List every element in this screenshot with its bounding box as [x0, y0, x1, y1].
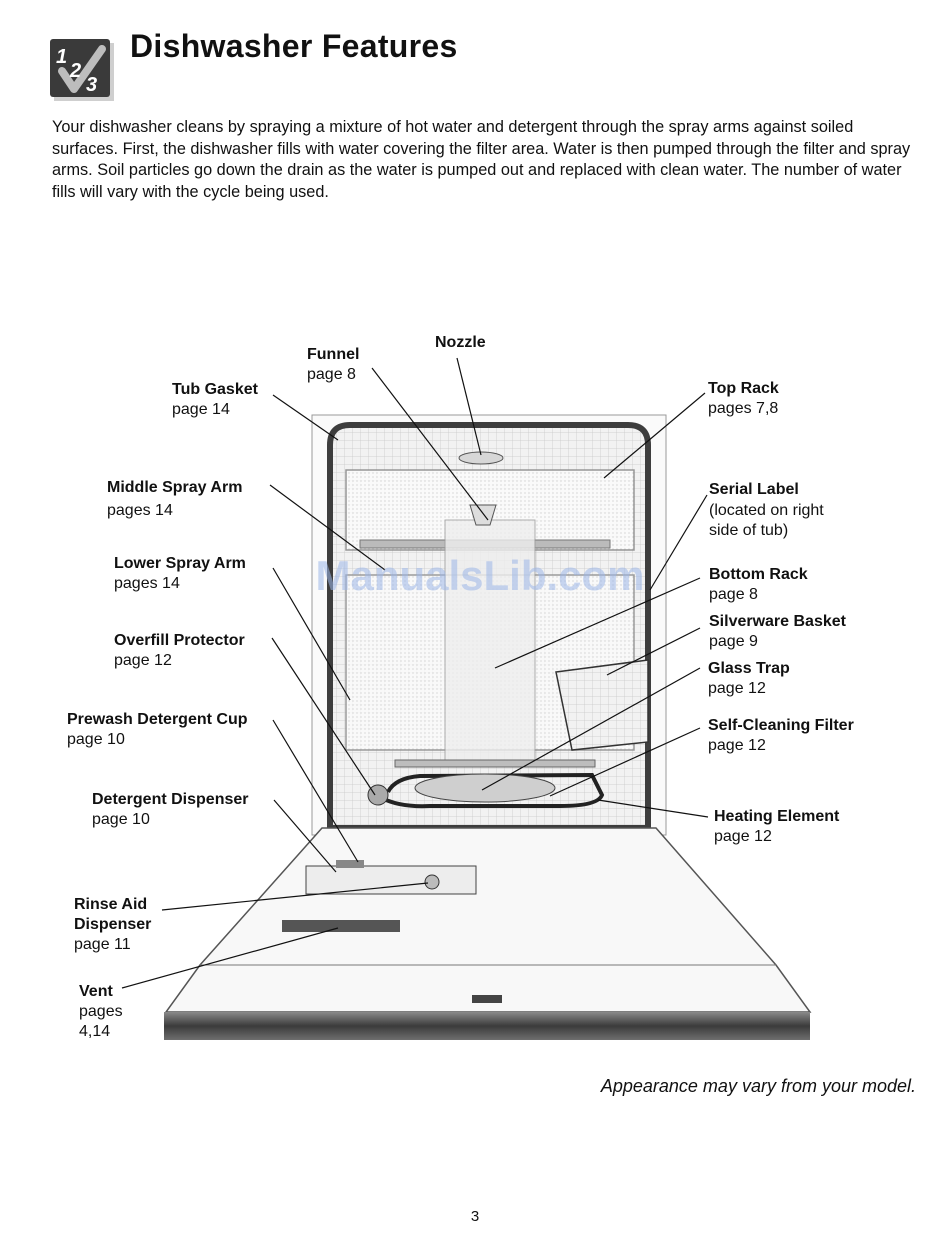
lower-spray-arm-label: Lower Spray Arm — [114, 555, 246, 572]
detergent-dispenser-ref: page 10 — [92, 811, 150, 828]
heating-element-label: Heating Element — [714, 808, 840, 825]
lower-spray-arm-ref: pages 14 — [114, 575, 180, 592]
callout-prewash-cup: Prewash Detergent Cup page 10 — [67, 710, 247, 750]
appearance-note: Appearance may vary from your model. — [600, 1076, 916, 1096]
watermark: ManualsLib.com — [315, 552, 644, 599]
detergent-dispenser-label: Detergent Dispenser — [92, 791, 249, 808]
top-rack-ref: pages 7,8 — [708, 400, 779, 417]
glass-trap-ref: page 12 — [708, 680, 766, 697]
bottom-rack-label: Bottom Rack — [709, 566, 808, 583]
intro-paragraph: Your dishwasher cleans by spraying a mix… — [52, 118, 911, 201]
callout-self-cleaning-filter: Self-Cleaning Filter page 12 — [708, 716, 854, 756]
serial-label-ref: (located on right side of tub) — [709, 502, 824, 539]
rinse-aid-label: Rinse Aid Dispenser — [74, 896, 152, 933]
callout-glass-trap: Glass Trap page 12 — [708, 659, 790, 699]
overfill-protector-label: Overfill Protector — [114, 632, 245, 649]
tub-gasket-ref: page 14 — [172, 401, 230, 418]
rinse-aid-ref: page 11 — [74, 936, 131, 953]
glass-trap-label: Glass Trap — [708, 660, 790, 677]
tub-gasket-label: Tub Gasket — [172, 381, 258, 398]
prewash-cup-label: Prewash Detergent Cup — [67, 711, 248, 728]
callout-heating-element: Heating Element page 12 — [714, 807, 839, 847]
funnel-ref: page 8 — [307, 366, 356, 383]
serial-label-label: Serial Label — [709, 481, 799, 498]
callout-nozzle: Nozzle — [435, 333, 486, 353]
silverware-basket-ref: page 9 — [709, 633, 758, 650]
page-title: Dishwasher Features — [130, 28, 458, 64]
self-cleaning-filter-label: Self-Cleaning Filter — [708, 717, 854, 734]
svg-text:2: 2 — [69, 60, 81, 82]
middle-spray-arm-ref: pages 14 — [107, 502, 173, 519]
bottom-rack-ref: page 8 — [709, 586, 758, 603]
self-cleaning-filter-ref: page 12 — [708, 737, 766, 754]
vent-label: Vent — [79, 983, 113, 1000]
heating-element-ref: page 12 — [714, 828, 772, 845]
overfill-protector-ref: page 12 — [114, 652, 172, 669]
svg-text:3: 3 — [86, 74, 97, 96]
page-number: 3 — [470, 1208, 480, 1225]
prewash-cup-ref: page 10 — [67, 731, 125, 748]
callout-rinse-aid: Rinse Aid Dispenser page 11 — [74, 895, 151, 955]
callout-top-rack: Top Rack pages 7,8 — [708, 379, 779, 419]
steps-123-icon: 1 2 3 — [50, 39, 114, 101]
callout-serial-label: Serial Label (located on right side of t… — [709, 480, 824, 541]
nozzle-label: Nozzle — [435, 334, 486, 351]
svg-text:1: 1 — [56, 46, 67, 68]
callout-bottom-rack: Bottom Rack page 8 — [709, 565, 808, 605]
callout-overfill-protector: Overfill Protector page 12 — [114, 631, 245, 671]
vent-ref: pages 4,14 — [79, 1003, 123, 1040]
callout-detergent-dispenser: Detergent Dispenser page 10 — [92, 790, 249, 830]
callout-tub-gasket: Tub Gasket page 14 — [172, 380, 258, 420]
silverware-basket-label: Silverware Basket — [709, 613, 846, 630]
callout-funnel: Funnel page 8 — [307, 345, 359, 385]
middle-spray-arm-label: Middle Spray Arm — [107, 479, 243, 496]
callout-silverware-basket: Silverware Basket page 9 — [709, 612, 846, 652]
funnel-label: Funnel — [307, 346, 360, 363]
callout-lower-spray-arm: Lower Spray Arm pages 14 — [114, 554, 246, 594]
callout-vent: Vent pages 4,14 — [79, 982, 123, 1042]
top-rack-label: Top Rack — [708, 380, 779, 397]
callout-middle-spray-arm: Middle Spray Arm pages 14 — [107, 478, 242, 521]
